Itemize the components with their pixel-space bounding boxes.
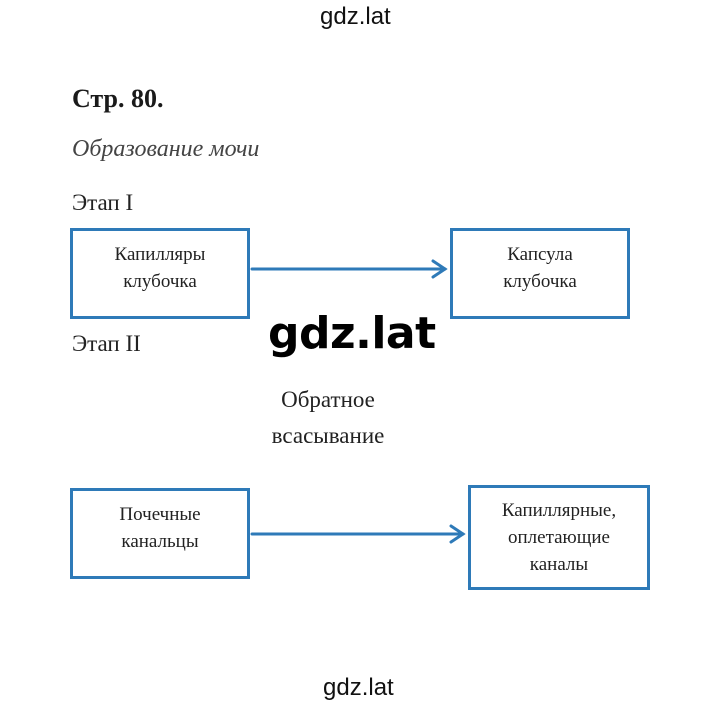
stage-1-label: Этап I [72,190,134,215]
box-glomerulus-capsule: Капсула клубочка [450,228,630,319]
box-kidney-tubules: Почечные канальцы [70,488,250,579]
watermark-center: gdz.lat [268,308,436,359]
arrow-stage-2 [250,524,466,544]
box-peritubular-capillaries: Капиллярные, оплетающие каналы [468,485,650,590]
box-glomerulus-capillaries: Капилляры клубочка [70,228,250,319]
process-label-reabsorption: Обратное всасывание [271,387,385,448]
watermark-top: gdz.lat [320,3,391,30]
stage-2-label: Этап II [72,331,141,356]
arrow-stage-1 [250,259,448,279]
diagram-subtitle: Образование мочи [72,136,260,162]
page-title: Стр. 80. [72,84,164,113]
watermark-bottom: gdz.lat [323,674,394,701]
